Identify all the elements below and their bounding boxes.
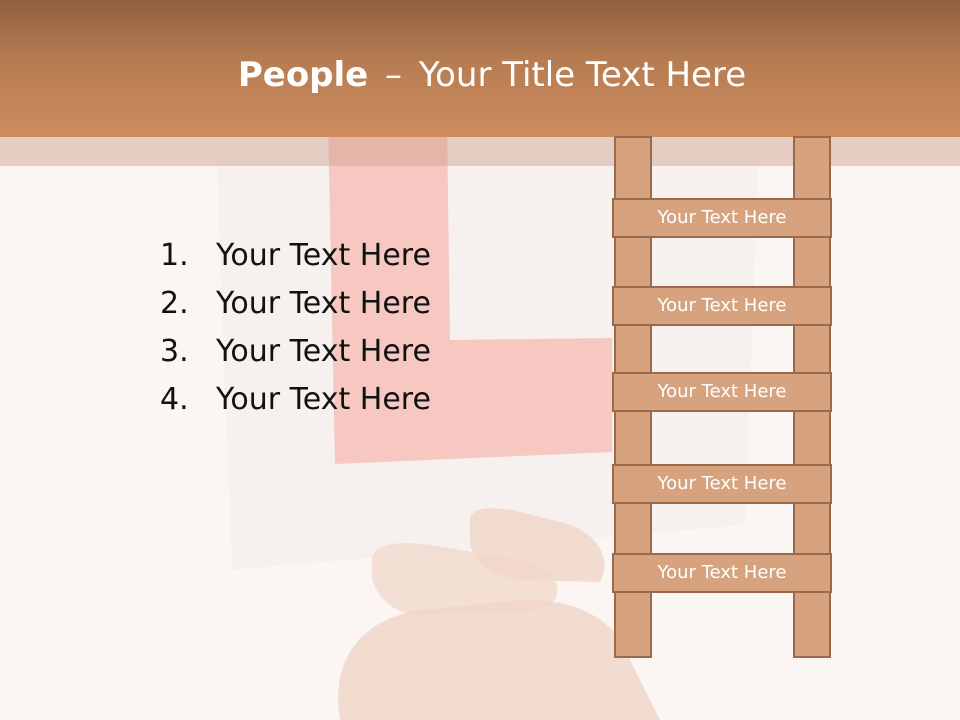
list-item: 1. Your Text Here <box>160 232 431 280</box>
ladder-rung: Your Text Here <box>612 464 832 504</box>
ladder-rung: Your Text Here <box>612 553 832 593</box>
list-item: 2. Your Text Here <box>160 280 431 328</box>
ladder-rung: Your Text Here <box>612 198 832 238</box>
list-number: 3. <box>160 334 189 369</box>
title-bar <box>0 0 960 137</box>
slide-title: People – Your Title Text Here <box>0 54 960 96</box>
list-number: 1. <box>160 238 189 273</box>
list-item-text: Your Text Here <box>216 382 431 417</box>
list-item-text: Your Text Here <box>216 238 431 273</box>
title-bold-part: People <box>237 55 369 95</box>
numbered-list: 1. Your Text Here 2. Your Text Here 3. Your… <box>160 232 431 424</box>
title-text: Your Title Text Here <box>418 55 747 95</box>
ladder-rung: Your Text Here <box>612 372 832 412</box>
list-item: 3. Your Text Here <box>160 328 431 376</box>
list-number: 2. <box>160 286 189 321</box>
finger <box>372 543 558 615</box>
plate-letter-l <box>328 120 612 464</box>
hand <box>338 599 660 720</box>
ladder-rung: Your Text Here <box>612 286 832 326</box>
list-item: 4. Your Text Here <box>160 376 431 424</box>
list-number: 4. <box>160 382 189 417</box>
list-item-text: Your Text Here <box>216 334 431 369</box>
list-item-text: Your Text Here <box>216 286 431 321</box>
title-dash: – <box>385 55 403 95</box>
